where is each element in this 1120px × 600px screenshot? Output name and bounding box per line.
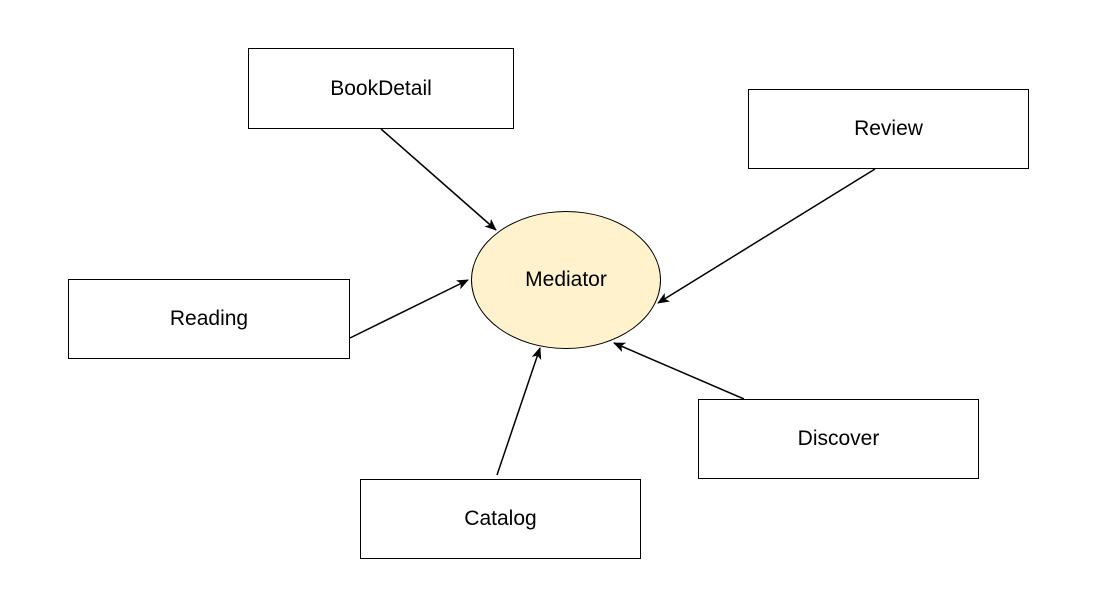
node-bookdetail[interactable]: BookDetail xyxy=(248,48,514,129)
edge-catalog-to-mediator xyxy=(496,347,542,476)
node-reading[interactable]: Reading xyxy=(68,279,350,359)
edge-reading-to-mediator xyxy=(349,279,469,339)
edge-discover-to-mediator xyxy=(613,342,745,400)
node-review-label: Review xyxy=(854,117,923,140)
node-catalog[interactable]: Catalog xyxy=(360,479,641,559)
node-discover-label: Discover xyxy=(797,427,880,450)
node-review[interactable]: Review xyxy=(748,89,1029,169)
node-mediator-label: Mediator xyxy=(525,268,607,291)
node-reading-label: Reading xyxy=(169,307,249,330)
edge-review-to-mediator xyxy=(657,168,876,304)
node-bookdetail-label: BookDetail xyxy=(330,76,432,100)
node-mediator[interactable]: Mediator xyxy=(471,211,661,349)
node-catalog-label: Catalog xyxy=(464,507,537,530)
node-discover[interactable]: Discover xyxy=(698,399,979,479)
edge-bookdetail-to-mediator xyxy=(380,128,497,231)
